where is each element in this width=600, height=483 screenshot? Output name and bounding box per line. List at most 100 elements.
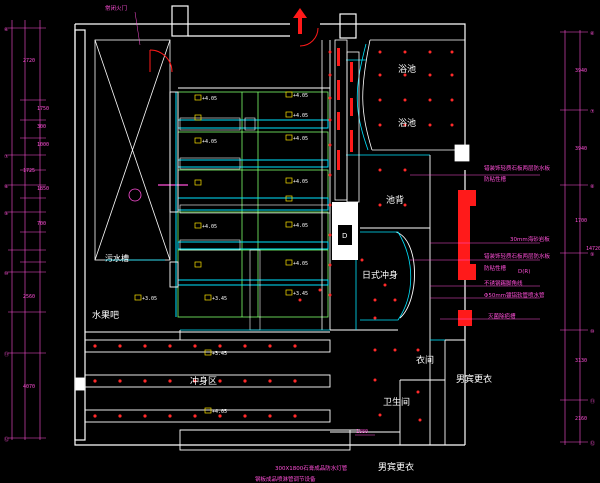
level-7: +4.05	[202, 139, 217, 145]
level-12: +3.45	[212, 351, 227, 357]
room-restroom: 卫生间	[383, 396, 410, 408]
bath-pool	[362, 39, 470, 162]
entrance-door	[149, 27, 319, 73]
level-9: +3.45	[293, 291, 308, 297]
level-8: +4.05	[202, 224, 217, 230]
bottom-walls	[75, 377, 400, 451]
shower-cyan-rails	[175, 92, 329, 317]
dim-right-2: 1700	[575, 218, 587, 224]
level-3: +4.05	[293, 179, 308, 185]
level-0: +4.05	[293, 93, 308, 99]
dim-bottom: 1880	[356, 429, 368, 435]
dim-left-8: 4070	[23, 384, 35, 390]
room-bath-area-1: 浴池	[398, 63, 416, 75]
grid-left-4: ⑩	[4, 271, 9, 277]
ceiling-lights	[298, 50, 454, 422]
level-6: +4.05	[202, 96, 217, 102]
room-fruit-bar: 水果吧	[92, 309, 119, 321]
grid-right-5: ⑪	[590, 398, 595, 405]
level-markers	[134, 91, 293, 414]
pool-red-strips	[337, 48, 353, 170]
dim-right-4: 3130	[575, 358, 587, 364]
room-shower-area: 冲身区	[190, 375, 217, 387]
level-labels: +4.05 +4.05 +4.05 +4.05 +4.05 +4.05 +4.0…	[142, 93, 308, 415]
grid-right-2: ⑧	[590, 184, 595, 190]
pool-edge-cyan	[346, 43, 430, 156]
column-top-right	[339, 13, 357, 39]
stall-tick-walls	[179, 117, 331, 331]
note-2: 30mm海砂岩板	[510, 235, 550, 243]
level-10: +3.05	[142, 296, 157, 302]
level-13: +4.05	[212, 409, 227, 415]
circle-tag: D(R)	[518, 269, 530, 275]
dim-left-7: 2560	[23, 294, 35, 300]
note-1a: 错装饰轻质石板两层防水板	[484, 164, 551, 172]
exterior-walls	[74, 5, 466, 446]
level-2: +4.05	[293, 136, 308, 142]
grid-right-3: ⑨	[590, 252, 595, 258]
grid-right-1: ⑦	[590, 109, 595, 115]
right-grid-bubbles: ⑥ ⑦ ⑧ ⑨ ⑩ ⑪ ⑫	[590, 31, 595, 447]
level-4: +4.05	[293, 223, 308, 229]
level-11: +3.45	[212, 296, 227, 302]
dim-left-2: 300	[37, 124, 46, 130]
grid-left-1: ⑦	[4, 154, 9, 160]
door-tag: D	[342, 232, 347, 240]
bottom-note-2: 钢板成品喷淋管调节设备	[255, 475, 316, 483]
grid-right-6: ⑫	[590, 440, 595, 447]
door-leader	[134, 11, 141, 46]
column-top	[171, 5, 189, 37]
note-leaders	[410, 174, 540, 320]
dim-left-5: 1850	[37, 186, 49, 192]
bottom-note-1: 300X1800石膏成品防水灯管	[275, 464, 348, 472]
room-mens-dressing-lower: 男宾更衣	[378, 461, 414, 473]
dim-left-4: 1725	[23, 168, 35, 174]
grid-left-0: ⑥	[4, 27, 9, 33]
note-3b: 防粘性槽	[484, 264, 507, 272]
room-checkroom: 衣间	[416, 354, 434, 366]
grid-right-4: ⑩	[590, 329, 595, 335]
left-dimension-lines	[8, 20, 46, 440]
note-5: Φ50mm镀铝软管喷水管	[484, 291, 545, 299]
shower-partitions	[177, 91, 329, 318]
door-label: 常闭火门	[105, 4, 127, 12]
level-5: +4.05	[293, 261, 308, 267]
entrance-arrow	[293, 8, 307, 34]
grid-left-2: ⑧	[4, 184, 9, 190]
right-rooms-walls	[330, 155, 465, 445]
right-dimension-labels: 3940 3940 1700 14720 3130 2160	[575, 68, 600, 422]
note-6: 灭菌除疤槽	[488, 312, 516, 320]
room-sink: 污水槽	[105, 253, 129, 263]
dim-right-0: 3940	[575, 68, 587, 74]
grid-right-0: ⑥	[590, 31, 595, 37]
pool-column-strip	[321, 39, 360, 330]
door-block	[332, 202, 358, 260]
room-japanese-shower: 日式冲身	[362, 269, 398, 281]
fruit-bar-cabinet	[94, 39, 171, 261]
sink-fixture	[128, 184, 188, 202]
right-cyan-lines	[180, 231, 445, 341]
left-dimension-labels: 2720 1750 300 1000 1725 1850 700 2560 40…	[23, 58, 49, 390]
dim-left-1: 1750	[37, 106, 49, 112]
right-dimension-lines	[560, 30, 588, 445]
level-1: +4.05	[293, 113, 308, 119]
grid-left-3: ⑨	[4, 211, 9, 217]
dim-right-3: 14720	[586, 246, 600, 252]
room-rest-area: 池背	[386, 194, 404, 206]
note-4: 不锈钢踢脚角线	[484, 279, 523, 287]
dim-right-5: 2160	[575, 416, 587, 422]
room-bath-area-2: 浴池	[398, 117, 416, 129]
left-grid-bubbles: ⑥ ⑦ ⑧ ⑨ ⑩ ⑪ ⑫	[4, 27, 9, 443]
shower-zone-lights	[93, 344, 297, 418]
red-wall-niche	[458, 190, 476, 326]
note-1b: 防粘性槽	[484, 175, 507, 183]
dim-left-0: 2720	[23, 58, 35, 64]
grid-left-5: ⑪	[4, 351, 9, 358]
shower-walls	[169, 40, 331, 330]
room-mens-dressing-upper: 男宾更衣	[456, 373, 492, 385]
note-3a: 错装饰轻质石板两层防水板	[484, 252, 551, 260]
dim-right-1: 3940	[575, 146, 587, 152]
shower-zone-bands	[84, 330, 331, 423]
grid-left-6: ⑫	[4, 436, 9, 443]
